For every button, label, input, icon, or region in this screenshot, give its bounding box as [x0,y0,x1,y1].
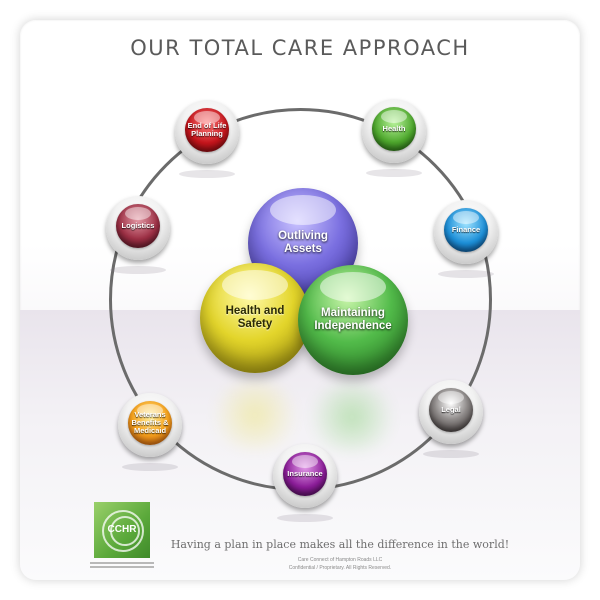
sphere-label-health-safety: Health and Safety [218,305,292,331]
sphere-label-assets: Outliving Assets [268,230,338,256]
node-label-legal: Legal [439,406,463,414]
node-legal: Legal [419,380,483,444]
node-logistics: Logistics [106,196,170,260]
tagline: Having a plan in place makes all the dif… [170,538,510,551]
end-of-life-orb: End of Life Planning [185,108,229,152]
node-label-veterans: Veterans Benefits & Medicaid [128,411,172,435]
node-label-health: Health [381,125,408,133]
node-veterans: Veterans Benefits & Medicaid [118,393,182,457]
health-orb: Health [372,107,416,151]
logo-text: CCHR [94,524,150,535]
sphere-label-independence: Maintaining Independence [310,307,396,333]
footer-company: Care Connect of Hampton Roads LLC [170,557,510,563]
finance-orb: Finance [444,208,488,252]
node-label-insurance: Insurance [285,470,324,478]
sphere-health-safety: Health and Safety [200,263,310,373]
insurance-orb: Insurance [283,452,327,496]
green-reflection [302,382,402,452]
diagram-card: OUR TOTAL CARE APPROACH End of Life Plan… [20,20,580,580]
node-insurance: Insurance [273,444,337,508]
node-end-of-life: End of Life Planning [175,100,239,164]
node-label-finance: Finance [450,226,482,234]
node-label-end-of-life: End of Life Planning [185,122,229,138]
node-health: Health [362,99,426,163]
company-logo: CCHR [94,502,150,558]
node-finance: Finance [434,200,498,264]
footer-rights: Confidential / Proprietary. All Rights R… [170,565,510,571]
yellow-reflection [205,380,305,450]
node-label-logistics: Logistics [120,222,157,230]
logo-caption-lines [90,560,154,566]
page-title: OUR TOTAL CARE APPROACH [20,36,580,60]
legal-orb: Legal [429,388,473,432]
sphere-maintaining-independence: Maintaining Independence [298,265,408,375]
veterans-orb: Veterans Benefits & Medicaid [128,401,172,445]
logistics-orb: Logistics [116,204,160,248]
